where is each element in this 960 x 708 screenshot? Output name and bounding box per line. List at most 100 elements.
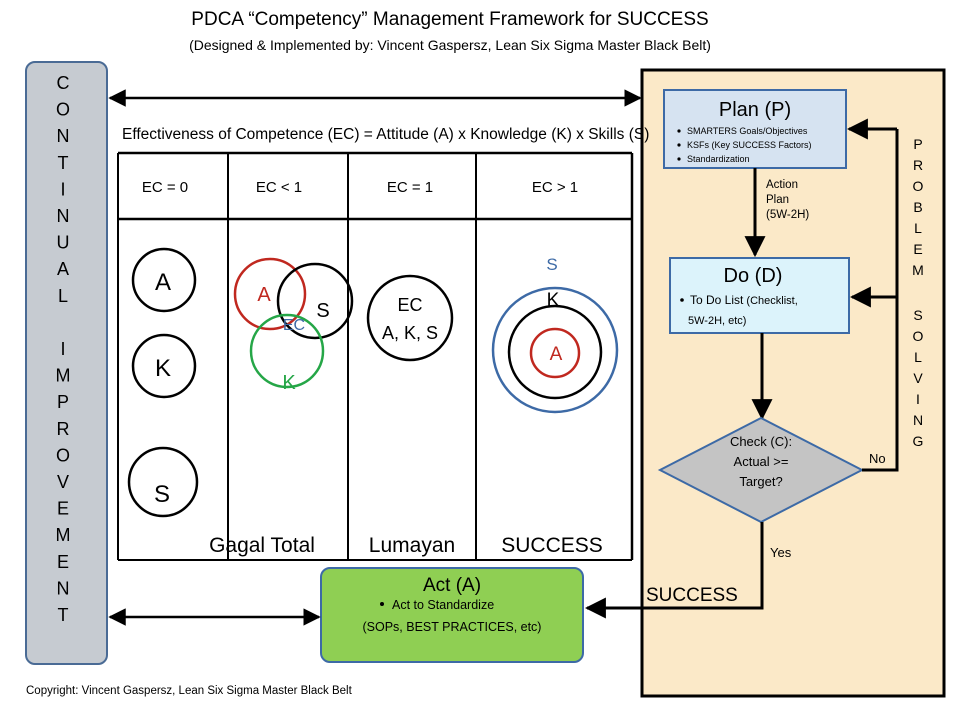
column-header-ec-lt-1: EC < 1 <box>256 179 302 196</box>
skills-label: S <box>154 481 170 508</box>
aks-label: A, K, S <box>382 323 438 343</box>
skills-circle-black <box>276 262 354 340</box>
column-header-ec-gt-1: EC > 1 <box>532 179 578 196</box>
do-title: Do (D) <box>724 265 783 287</box>
diagram-subtitle: (Designed & Implemented by: Vincent Gasp… <box>189 37 711 53</box>
column-header-ec-1: EC = 1 <box>387 179 433 196</box>
plan-bullet <box>677 157 681 161</box>
attitude-inner-circle-red <box>529 327 581 379</box>
vertical-letter: S <box>913 307 922 323</box>
knowledge-label-green: K <box>282 372 296 394</box>
success-level-label: SUCCESS <box>501 534 603 557</box>
action-plan-label: Action <box>766 179 798 191</box>
check-line2: Actual >= <box>734 454 789 469</box>
act-box <box>320 567 584 663</box>
vertical-letter: R <box>913 157 923 173</box>
do-box <box>669 257 850 334</box>
check-line1: Check (C): <box>730 434 792 449</box>
no-feedback-line <box>862 129 899 472</box>
yes-to-act-line <box>584 522 764 619</box>
plan-title: Plan (P) <box>719 99 791 121</box>
vertical-letter: I <box>916 391 920 407</box>
plan-box <box>663 89 847 169</box>
vertical-letter: L <box>58 286 68 306</box>
action-plan-label: Plan <box>766 194 789 206</box>
plan-bullet <box>677 129 681 133</box>
vertical-letter: T <box>58 605 69 625</box>
vertical-letter: N <box>57 126 70 146</box>
knowledge-label: K <box>155 355 171 382</box>
vertical-letter: M <box>912 262 924 278</box>
vertical-letter: O <box>913 178 924 194</box>
do-bullet <box>680 298 684 302</box>
ec-label-blue: EC <box>283 317 305 334</box>
act-item-line2: (SOPs, BEST PRACTICES, etc) <box>363 620 542 634</box>
skills-label-black: S <box>316 300 329 322</box>
attitude-circle <box>131 247 197 313</box>
skills-circle <box>127 446 199 518</box>
vertical-letter: U <box>57 233 70 253</box>
diagram-title: PDCA “Competency” Management Framework f… <box>191 9 708 30</box>
vertical-letter: V <box>57 472 69 492</box>
skills-outer-circle-blue <box>491 286 619 414</box>
plan-bullet <box>677 143 681 147</box>
vertical-letter: I <box>60 179 65 199</box>
do-item-line1: To Do List (Checklist, <box>690 293 798 307</box>
vertical-letter: P <box>913 136 922 152</box>
vertical-letter: B <box>913 199 922 215</box>
do-item-line2: 5W-2H, etc) <box>688 315 746 327</box>
plan-item-ksfs: KSFs (Key SUCCESS Factors) <box>687 140 812 150</box>
skills-label-blue: S <box>546 255 557 274</box>
ec-full-label: EC <box>397 295 422 315</box>
vertical-letter: T <box>58 153 69 173</box>
vertical-letter: N <box>913 412 923 428</box>
vertical-letter: P <box>57 392 69 412</box>
knowledge-label-center: K <box>547 290 560 311</box>
vertical-letter: L <box>914 349 922 365</box>
attitude-circle-red <box>233 257 307 331</box>
yes-label: Yes <box>770 545 792 560</box>
attitude-label: A <box>155 269 171 296</box>
vertical-letter: E <box>57 552 69 572</box>
vertical-letter: N <box>57 578 70 598</box>
vertical-letter: O <box>56 445 70 465</box>
gagal-total-label: Gagal Total <box>209 534 315 557</box>
success-path-label: SUCCESS <box>646 585 738 606</box>
vertical-letter: E <box>913 241 922 257</box>
act-bullet <box>380 602 384 606</box>
act-item-line1: Act to Standardize <box>392 598 494 612</box>
vertical-letter: O <box>56 100 70 120</box>
vertical-letter: A <box>57 259 69 279</box>
knowledge-circle-green <box>249 313 325 389</box>
vertical-letter: I <box>60 339 65 359</box>
vertical-letter: O <box>913 328 924 344</box>
lumayan-label: Lumayan <box>369 534 455 557</box>
continual-improvement-bar <box>25 61 108 665</box>
column-header-ec-0: EC = 0 <box>142 179 188 196</box>
pdca-panel <box>640 68 946 698</box>
ec-full-circle <box>366 274 454 362</box>
act-title: Act (A) <box>423 575 481 596</box>
plan-item-goals: SMARTERS Goals/Objectives <box>687 126 808 136</box>
no-label: No <box>869 451 886 466</box>
vertical-letter: M <box>56 525 71 545</box>
plan-item-standardization: Standardization <box>687 154 750 164</box>
vertical-letter: V <box>913 370 923 386</box>
check-line3: Target? <box>739 474 782 489</box>
vertical-letter: R <box>57 419 70 439</box>
attitude-label-center: A <box>550 344 563 365</box>
knowledge-circle <box>131 333 197 399</box>
vertical-letter: G <box>913 433 924 449</box>
attitude-label-red: A <box>257 284 271 306</box>
vertical-letter: M <box>56 366 71 386</box>
vertical-letter: L <box>914 220 922 236</box>
vertical-letter: E <box>57 499 69 519</box>
action-plan-label: (5W-2H) <box>766 209 809 221</box>
knowledge-middle-circle <box>507 304 603 400</box>
vertical-letter: N <box>57 206 70 226</box>
competency-table <box>117 151 634 561</box>
